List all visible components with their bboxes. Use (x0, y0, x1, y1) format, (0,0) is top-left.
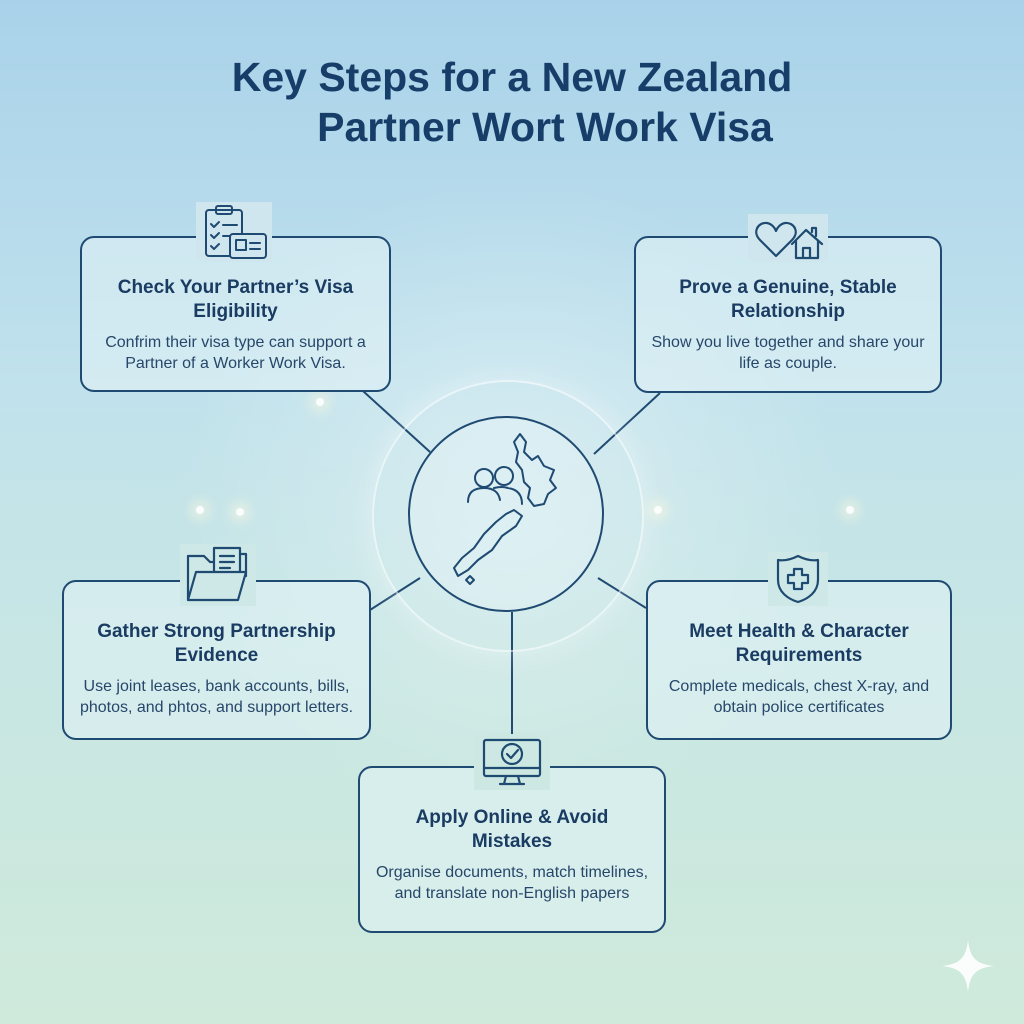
step-card-relationship: Prove a Genuine, Stable Relationship Sho… (634, 236, 942, 393)
page-title: Key Steps for a New Zealand Partner Wort… (0, 52, 1024, 152)
step-description: Use joint leases, bank accounts, bills, … (79, 678, 354, 716)
sparkle-light (654, 506, 662, 514)
step-card-evidence: Gather Strong Partnership Evidence Use j… (62, 580, 371, 740)
computer-check-icon (474, 734, 550, 790)
step-card-health: Meet Health & Character Requirements Com… (646, 580, 952, 740)
sparkle-light (236, 508, 244, 516)
step-description: Organise documents, match timelines, and… (375, 864, 649, 902)
step-title: Check Your Partner’s Visa Eligibility (117, 277, 354, 322)
folder-documents-icon (180, 544, 256, 606)
sparkle-light (196, 506, 204, 514)
title-line-2: Partner Wort Work Visa (317, 104, 773, 150)
center-hub (408, 416, 604, 612)
step-description: Show you live together and share your li… (651, 334, 925, 372)
heart-house-icon (748, 214, 828, 262)
step-title: Meet Health & Character Requirements (689, 621, 909, 666)
title-line-1: Key Steps for a New Zealand (231, 54, 793, 100)
checklist-clipboard-icon (196, 202, 272, 262)
sparkle-light (316, 398, 324, 406)
step-description: Confrim their visa type can support a Pa… (105, 334, 366, 372)
step-card-eligibility: Check Your Partner’s Visa Eligibility Co… (80, 236, 391, 392)
medical-shield-icon (768, 552, 828, 606)
step-description: Complete medicals, chest X-ray, and obta… (668, 678, 930, 716)
hub-glow-ring (372, 380, 644, 652)
sparkle-light (846, 506, 854, 514)
sparkle-star-icon (942, 940, 994, 992)
step-card-apply: Apply Online & Avoid Mistakes Organise d… (358, 766, 666, 933)
step-title: Prove a Genuine, Stable Relationship (679, 277, 897, 322)
step-title: Gather Strong Partnership Evidence (97, 621, 336, 666)
new-zealand-map-people-icon (453, 433, 557, 585)
step-title: Apply Online & Avoid Mistakes (415, 807, 609, 852)
